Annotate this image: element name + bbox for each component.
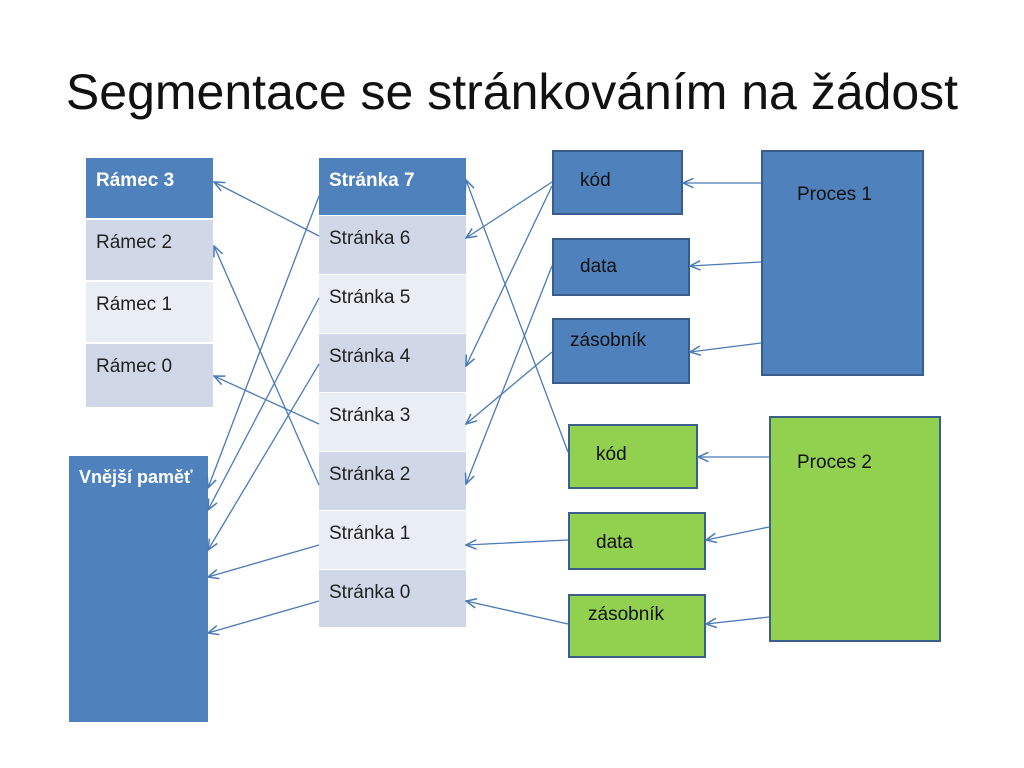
p1-segment-code-label: kód [580,170,611,191]
process-2-label: Proces 2 [797,452,872,473]
arrow-page3-frame0 [214,376,320,425]
p2-segment-data-label: data [596,532,633,553]
page-2: Stránka 2 [319,452,466,510]
external-memory-label: Vnější paměť [79,467,193,487]
p2-segment-stack: zásobník [568,594,706,658]
page-3: Stránka 3 [319,393,466,451]
page-7: Stránka 7 [319,158,466,215]
frame-3: Rámec 3 [86,158,213,218]
frame-1: Rámec 1 [86,282,213,342]
page-6: Stránka 6 [319,216,466,274]
page-1: Stránka 1 [319,511,466,569]
arrow-proc2-data [706,526,770,540]
p1-segment-data: data [552,238,690,296]
arrow-p1stack-page3 [466,351,553,424]
arrow-page0-external [208,600,320,633]
process-1: Proces 1 [761,150,924,376]
p1-segment-code: kód [552,150,683,215]
frame-2: Rámec 2 [86,220,213,280]
arrow-proc1-data [690,262,762,266]
page-4: Stránka 4 [319,334,466,392]
arrow-proc1-stack [690,342,762,352]
p2-segment-code: kód [568,424,698,489]
frame-0: Rámec 0 [86,344,213,407]
process-2: Proces 2 [769,416,941,642]
process-1-label: Proces 1 [797,184,872,205]
arrow-p2data-page1 [466,540,569,545]
p2-segment-data: data [568,512,706,570]
p1-segment-stack-label: zásobník [570,330,647,351]
arrow-page6-frame3 [214,182,320,237]
arrow-page7-external [208,195,320,488]
p1-segment-stack: zásobník [552,318,690,384]
arrow-page1-external [208,544,320,577]
arrow-p1data-page2 [466,265,553,484]
arrow-p2code-page7 [466,180,569,453]
p2-segment-code-label: kód [596,444,627,465]
page-0: Stránka 0 [319,570,466,627]
slide-title: Segmentace se stránkováním na žádost [65,64,959,120]
page-5: Stránka 5 [319,275,466,333]
arrow-p2stack-page0 [466,601,569,625]
p2-segment-stack-label: zásobník [588,604,665,625]
arrow-page5-external [208,297,320,510]
p1-segment-data-label: data [580,256,617,277]
arrow-p1code-page4 [466,185,553,366]
arrow-p1code-page6 [466,181,553,238]
external-memory: Vnější paměť [69,456,208,722]
arrow-proc2-stack [706,616,770,624]
arrow-page2-frame2 [214,246,320,486]
arrow-page4-external [208,363,320,550]
